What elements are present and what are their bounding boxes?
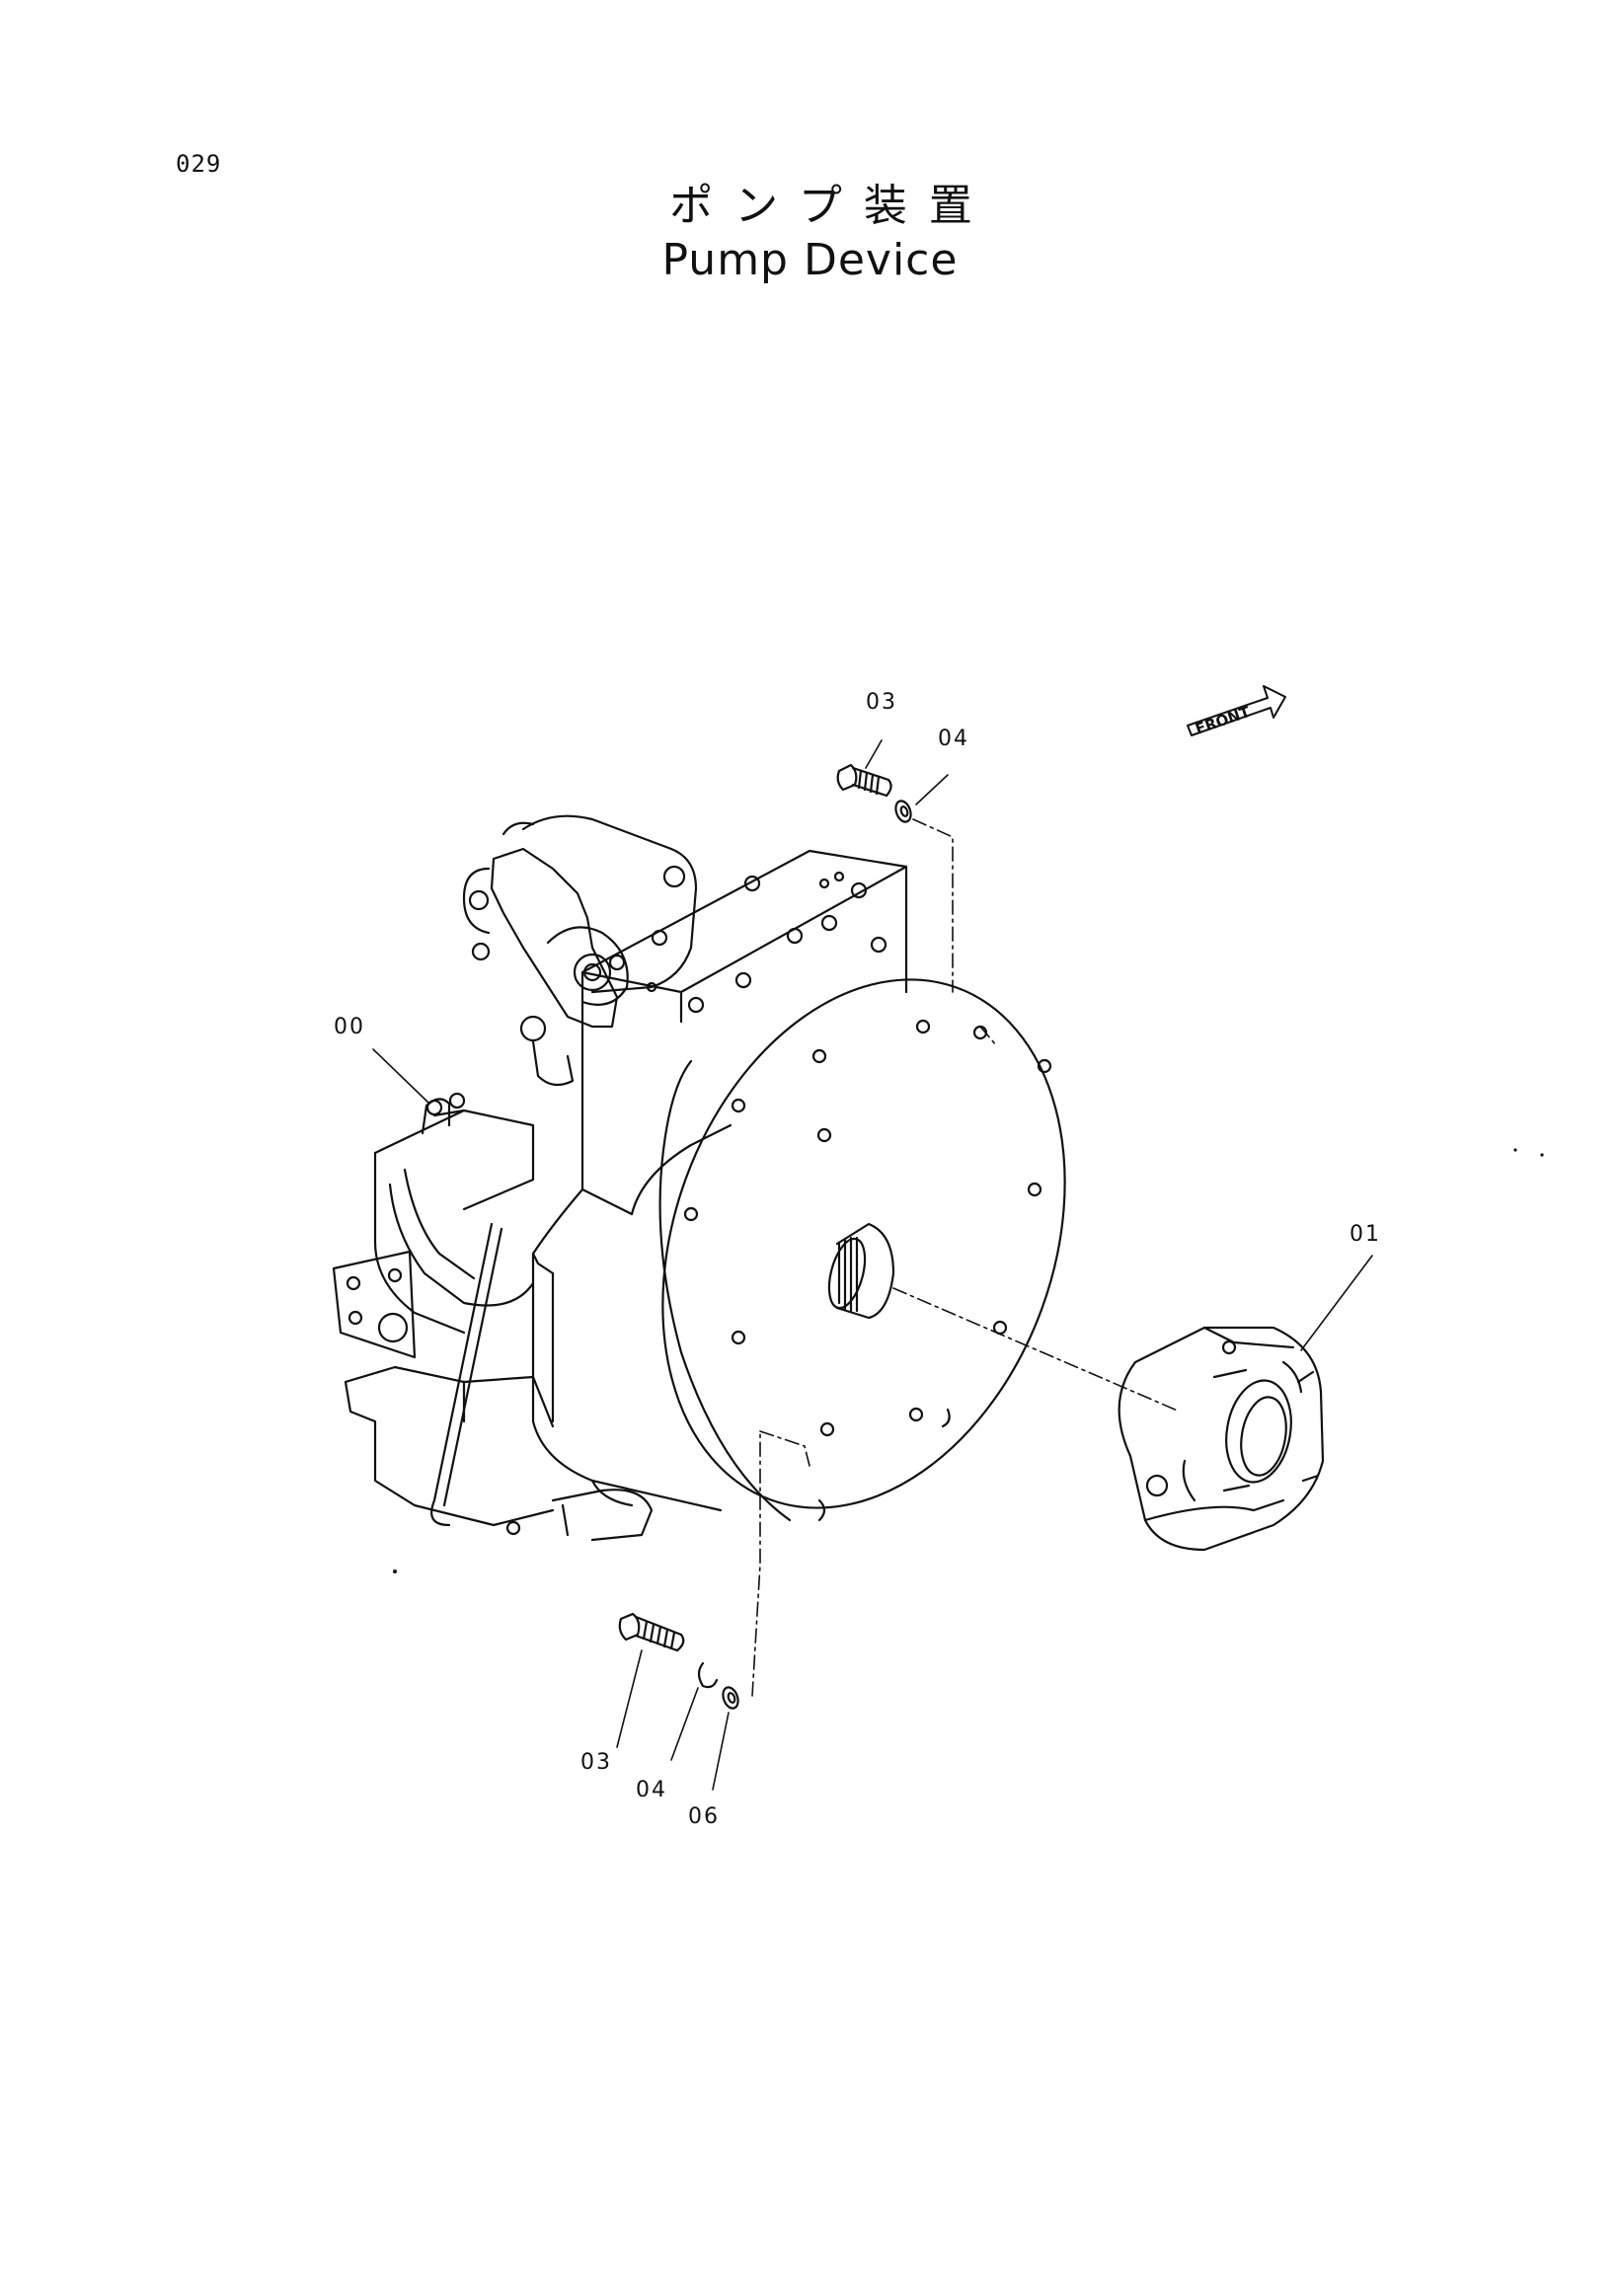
callout-04-top: 04 [938,727,969,751]
washer-bottom-flat [722,1686,739,1710]
callout-03-bottom: 03 [580,1750,612,1775]
washer-top [894,800,912,823]
gear-pump [462,814,698,1087]
callout-04-bottom: 04 [636,1778,667,1802]
page-number: 029 [176,150,222,178]
leader-lines [372,739,1373,1791]
mounting-flange-disc [658,978,1066,1522]
front-arrow-indicator: FRONT [1187,685,1286,738]
bolt-top [836,763,892,798]
callout-03-top: 03 [866,690,897,715]
regulator-valve [332,1092,654,1542]
washer-bottom-split [697,1661,719,1689]
bolt-bottom [618,1612,685,1652]
page-title-japanese: ポンプ装置 [669,181,994,231]
callout-00: 00 [334,1015,365,1039]
callout-06: 06 [688,1804,720,1829]
callout-01: 01 [1350,1222,1381,1247]
pump-housing [580,849,908,1191]
page-title-english: Pump Device [661,235,959,285]
alignment-lines [751,818,1181,1697]
flexible-coupling [1118,1326,1325,1552]
bell-housing [531,1123,733,1512]
front-label: FRONT [1193,703,1253,738]
